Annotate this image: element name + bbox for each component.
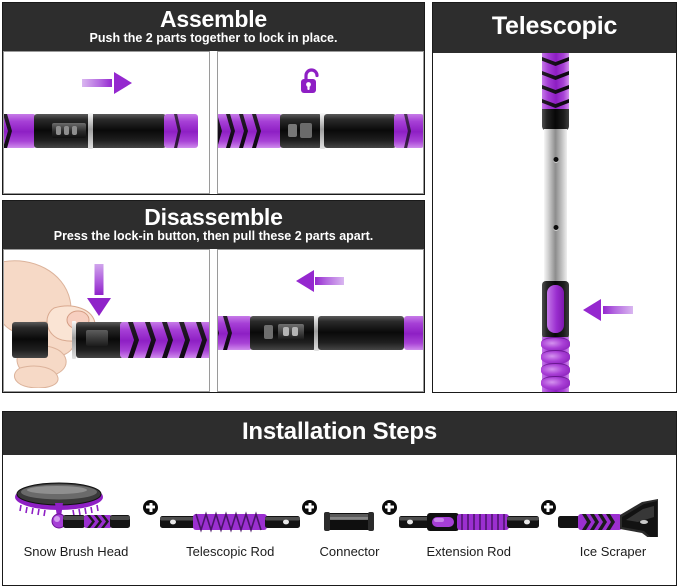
ice-scraper-art [557, 477, 668, 545]
step-ice-scraper: Ice Scraper [557, 477, 668, 559]
disassemble-header: Disassemble Press the lock-in button, th… [3, 201, 424, 249]
step-label-extension-rod: Extension Rod [426, 544, 512, 559]
arrow-right-icon [82, 72, 132, 94]
step-label-snow-brush-head: Snow Brush Head [23, 544, 129, 559]
disassemble-step1-image [3, 249, 210, 392]
assemble-rod-joined [218, 113, 423, 149]
assemble-body [3, 51, 424, 194]
assemble-title: Assemble [159, 6, 268, 32]
assemble-step1-image [3, 51, 210, 194]
assemble-subtitle: Push the 2 parts together to lock in pla… [89, 31, 338, 46]
installation-title: Installation Steps [241, 418, 438, 445]
installation-body: Snow Brush Head [3, 455, 676, 585]
release-lever [547, 285, 564, 333]
arrow-left-icon [296, 270, 344, 292]
unlocked-padlock-icon [301, 68, 319, 93]
adjustment-hole-upper [553, 157, 558, 162]
hand-gripping-rod [4, 260, 96, 388]
disassemble-body [3, 249, 424, 392]
step-label-ice-scraper: Ice Scraper [579, 544, 647, 559]
telescopic-header: Telescopic [433, 3, 676, 53]
disassemble-rod-split [218, 315, 423, 351]
snow-brush-head-art [11, 477, 141, 537]
plus-icon-4 [540, 499, 556, 515]
assemble-panel: Assemble Push the 2 parts together to lo… [2, 2, 425, 195]
disassemble-step2-image [217, 249, 424, 392]
telescopic-rod-vertical [541, 53, 570, 392]
plus-icon-3 [381, 499, 397, 515]
assemble-rod-left [4, 113, 209, 149]
assemble-step2-image [217, 51, 424, 194]
step-extension-rod: Extension Rod [398, 477, 539, 559]
telescopic-body [433, 53, 676, 392]
assemble-header: Assemble Push the 2 parts together to lo… [3, 3, 424, 51]
disassemble-subtitle: Press the lock-in button, then pull thes… [53, 229, 374, 244]
step-label-telescopic-rod: Telescopic Rod [186, 544, 275, 559]
arrow-down-icon [86, 264, 112, 316]
installation-header: Installation Steps [3, 412, 676, 455]
telescopic-rod-art [160, 477, 301, 537]
telescopic-arrow-left-icon [583, 298, 633, 322]
telescopic-panel: Telescopic [432, 2, 677, 393]
disassemble-panel: Disassemble Press the lock-in button, th… [2, 200, 425, 393]
step-connector: Connector [319, 477, 380, 559]
plus-icon-2 [302, 499, 318, 515]
disassemble-rod [12, 321, 209, 359]
telescopic-title: Telescopic [491, 12, 618, 40]
extension-rod-art [398, 477, 539, 537]
connector-art [323, 477, 375, 537]
disassemble-title: Disassemble [144, 204, 283, 230]
adjustment-hole-lower [553, 225, 558, 230]
plus-icon-1 [143, 499, 159, 515]
step-snow-brush-head: Snow Brush Head [11, 477, 141, 559]
step-telescopic-rod: Telescopic Rod [160, 477, 301, 559]
step-label-connector: Connector [319, 544, 380, 559]
installation-steps-panel: Installation Steps [2, 411, 677, 586]
